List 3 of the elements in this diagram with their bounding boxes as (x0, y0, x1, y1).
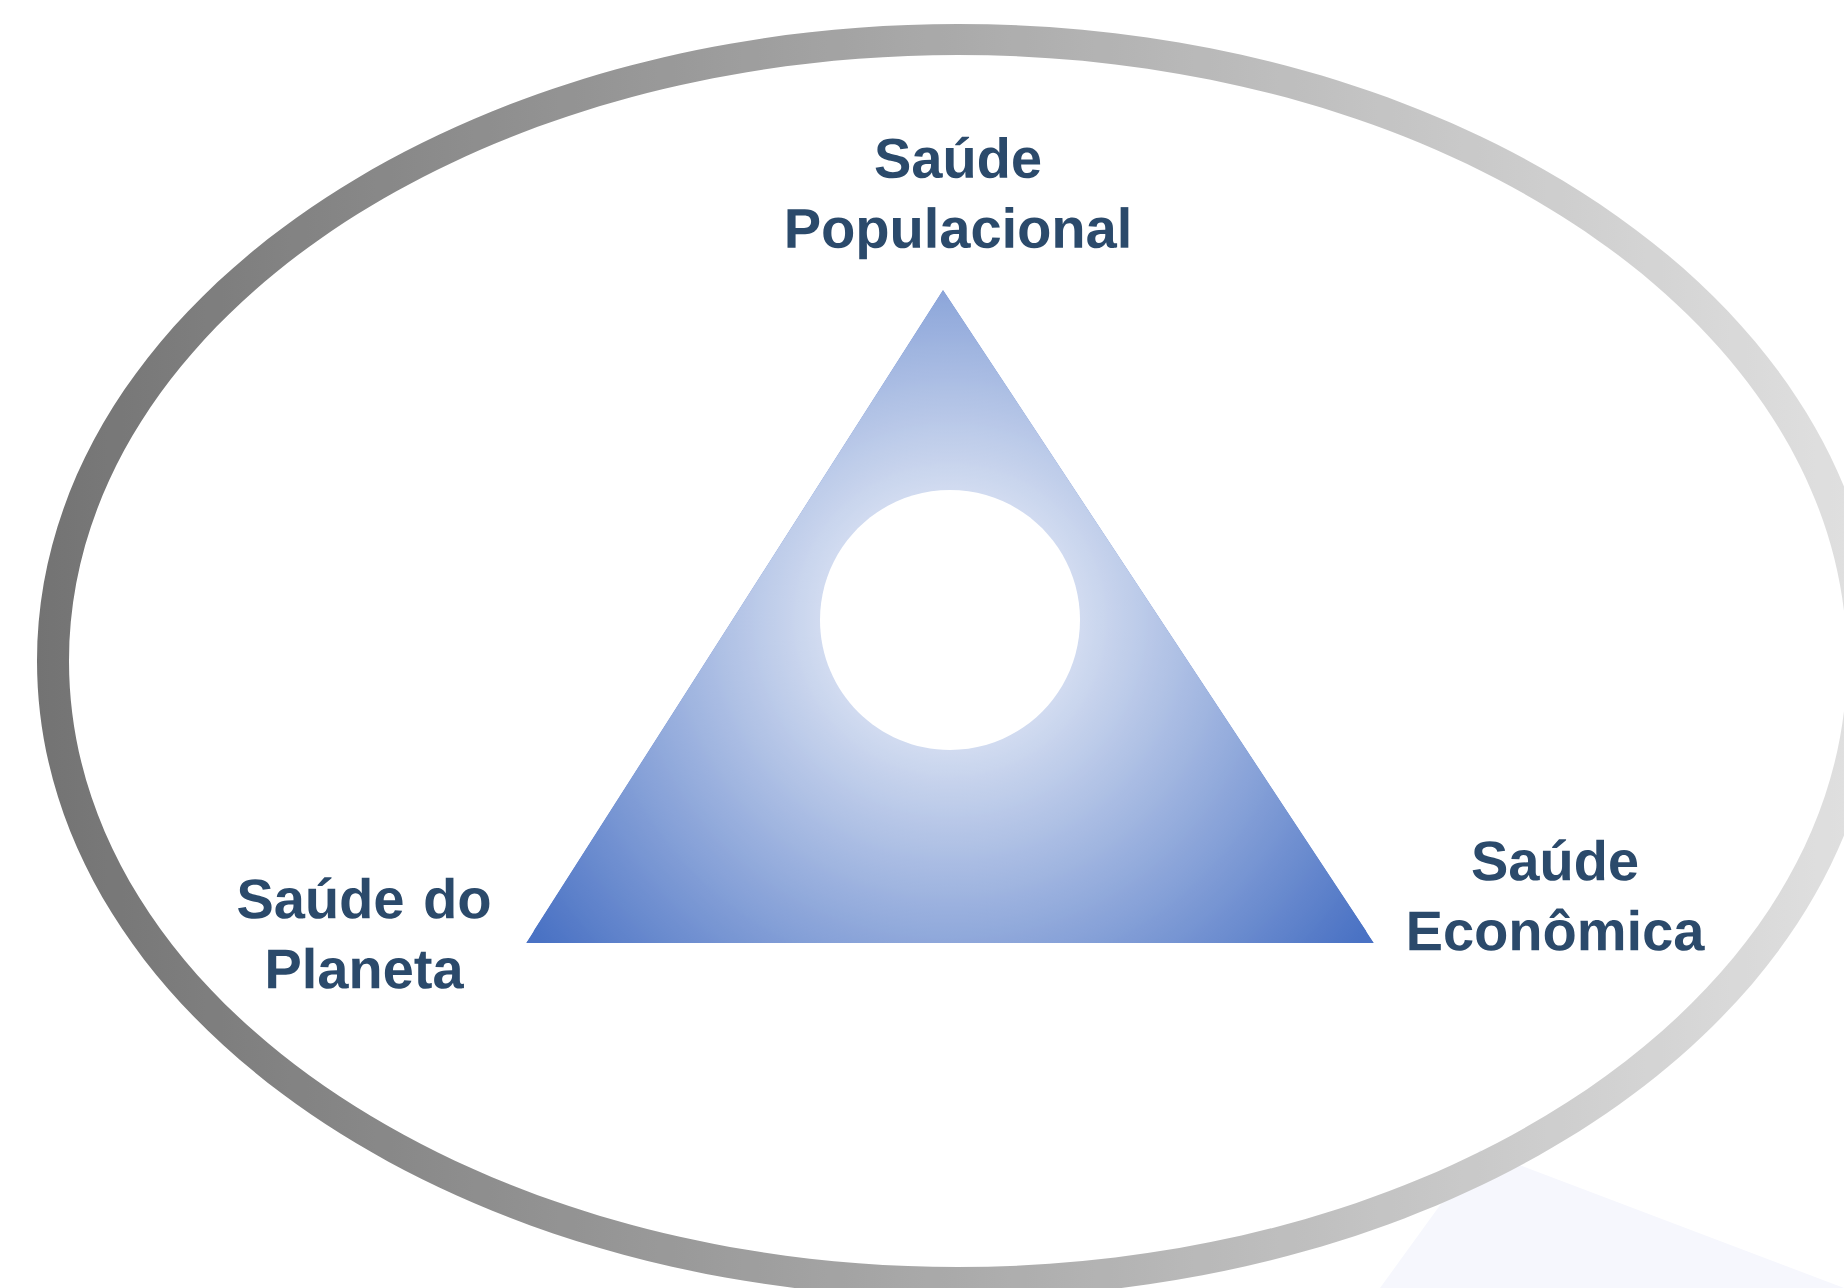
label: Saúde Populacional (787, 136, 1129, 260)
label: Saúde Econômica (1409, 839, 1705, 951)
label: Saúde do Planeta (238, 877, 490, 989)
